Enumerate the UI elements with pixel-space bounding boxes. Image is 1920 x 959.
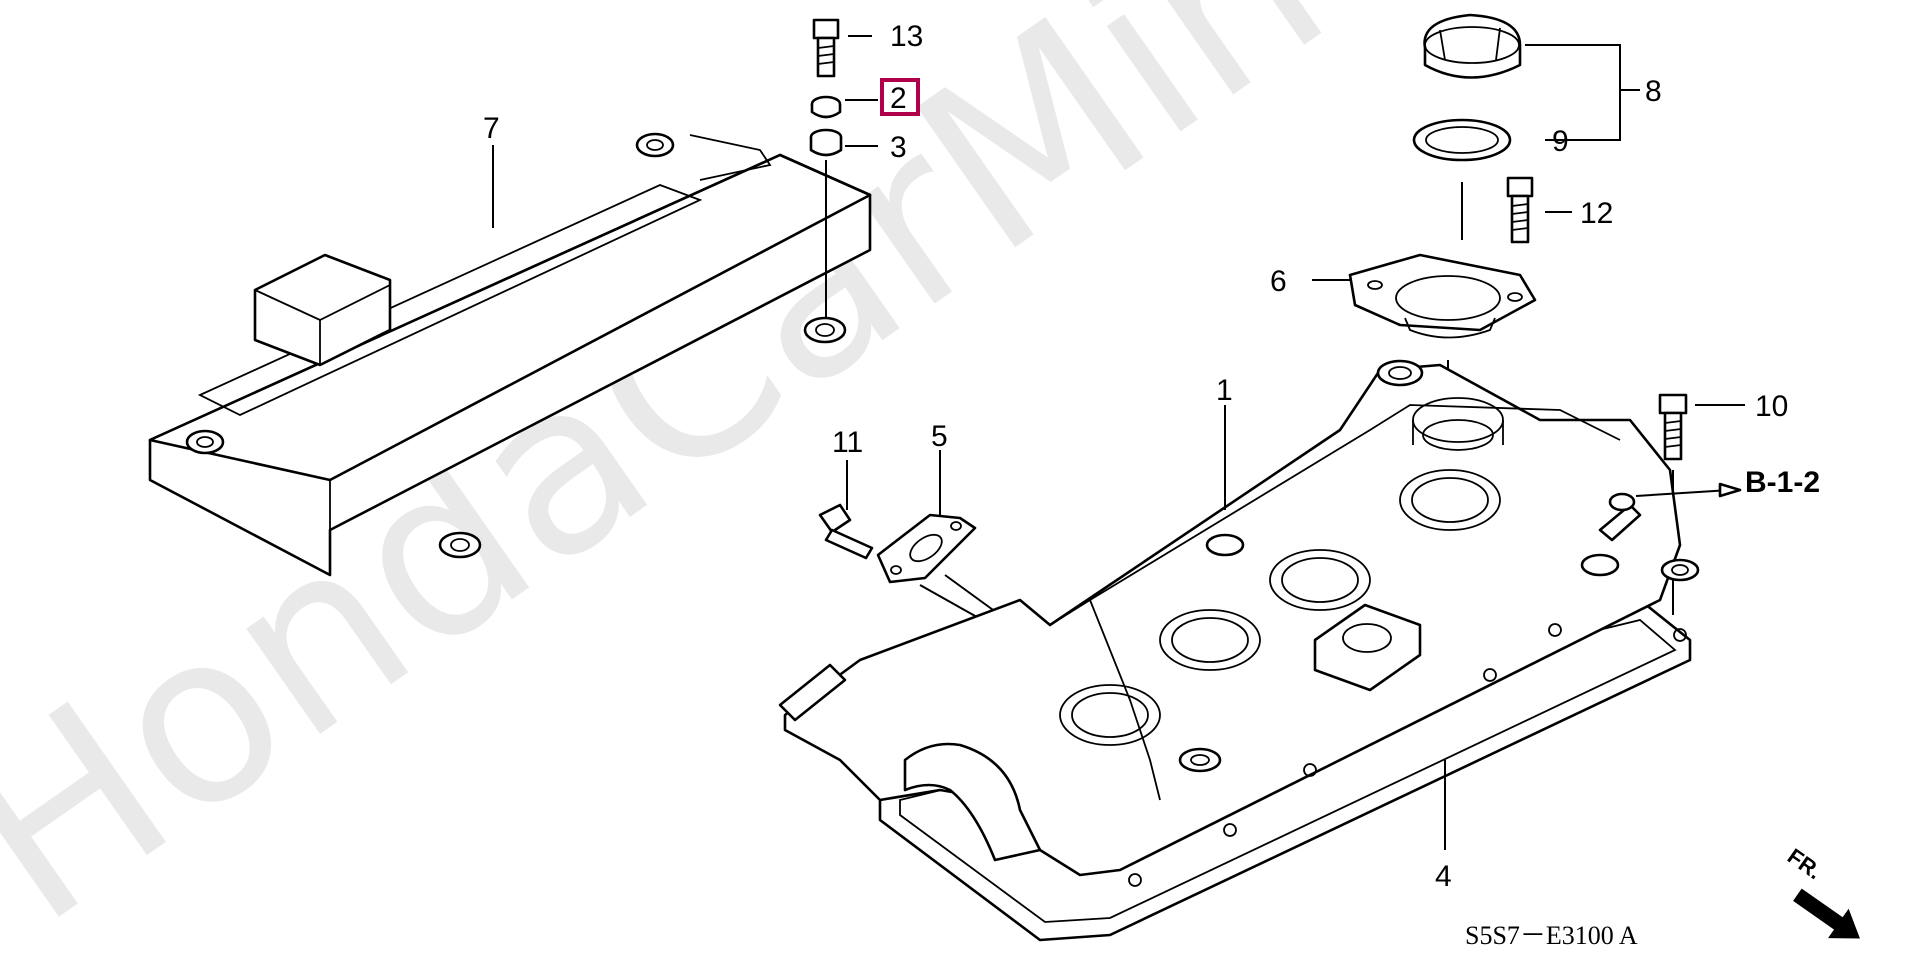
leader-8-bracket [1525,44,1621,141]
washer-2-drawing [810,95,842,119]
callout-7[interactable]: 7 [483,112,500,145]
reference-link-b-1-2[interactable]: B-1-2 [1745,466,1820,499]
front-label: FR. [1783,843,1826,884]
bolt-13-drawing [812,18,840,78]
callout-5[interactable]: 5 [931,420,948,453]
callout-11[interactable]: 11 [832,426,863,459]
callout-8[interactable]: 8 [1645,75,1662,108]
gasket-5-drawing [876,513,977,584]
bolt-10-drawing [1658,393,1688,461]
grommet-3-drawing [809,128,843,157]
callout-2-highlight-box [880,78,920,116]
callout-3[interactable]: 3 [890,131,907,164]
callout-12[interactable]: 12 [1580,197,1613,230]
callout-2[interactable]: 2 [890,82,907,115]
callout-9[interactable]: 9 [1552,125,1569,158]
oil-filler-cap-drawing [1423,13,1522,79]
engine-cover-drawing [148,132,872,577]
bolt-11-drawing [818,503,874,560]
filler-plate-6-drawing [1348,253,1537,339]
callout-1[interactable]: 1 [1216,374,1233,407]
oil-filler-seal-drawing [1412,118,1512,162]
head-cover-drawing [778,359,1742,942]
diagram-code: S5S7－E3100 A [1465,921,1638,950]
front-direction-marker: FR. [1783,843,1860,939]
bolt-12-drawing [1506,176,1534,244]
callout-10[interactable]: 10 [1755,390,1788,423]
front-arrow-icon [1793,888,1860,939]
callout-13[interactable]: 13 [890,20,923,53]
callout-6[interactable]: 6 [1270,265,1287,298]
callout-4[interactable]: 4 [1435,860,1452,893]
